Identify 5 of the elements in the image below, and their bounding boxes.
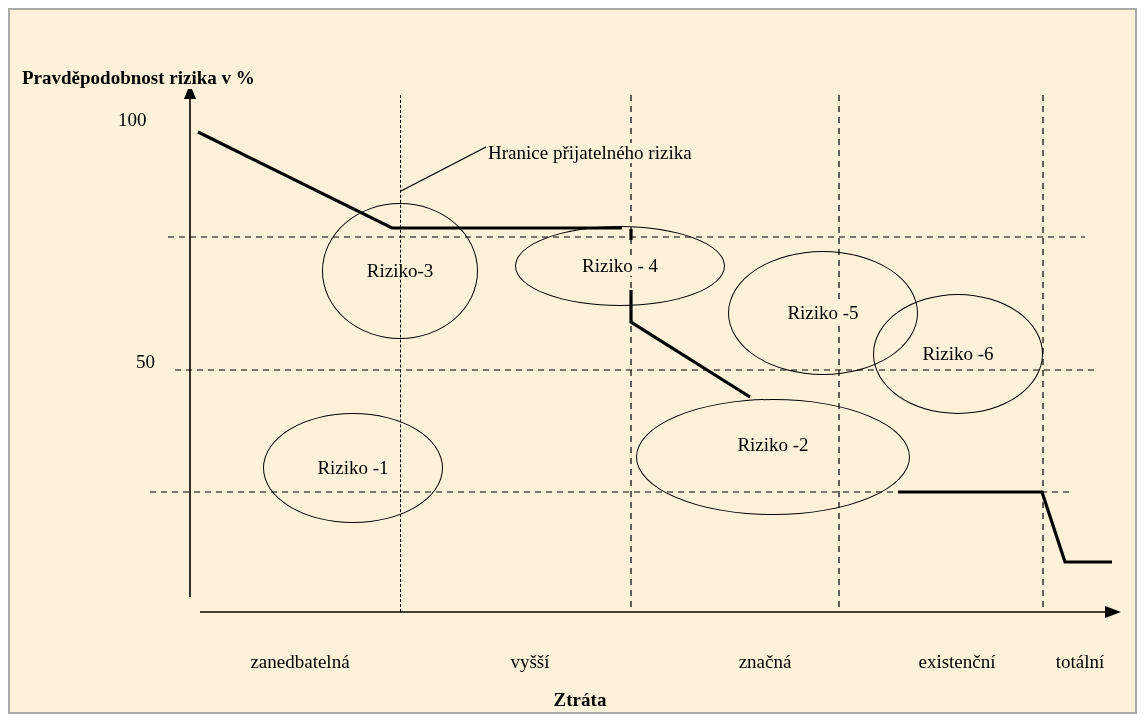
leader-line <box>400 146 487 192</box>
boundary-line <box>400 95 402 612</box>
boundary-label: Hranice přijatelného rizika <box>486 142 694 164</box>
category-label: vyšší <box>508 652 552 673</box>
risk-label: Riziko -5 <box>785 302 861 324</box>
